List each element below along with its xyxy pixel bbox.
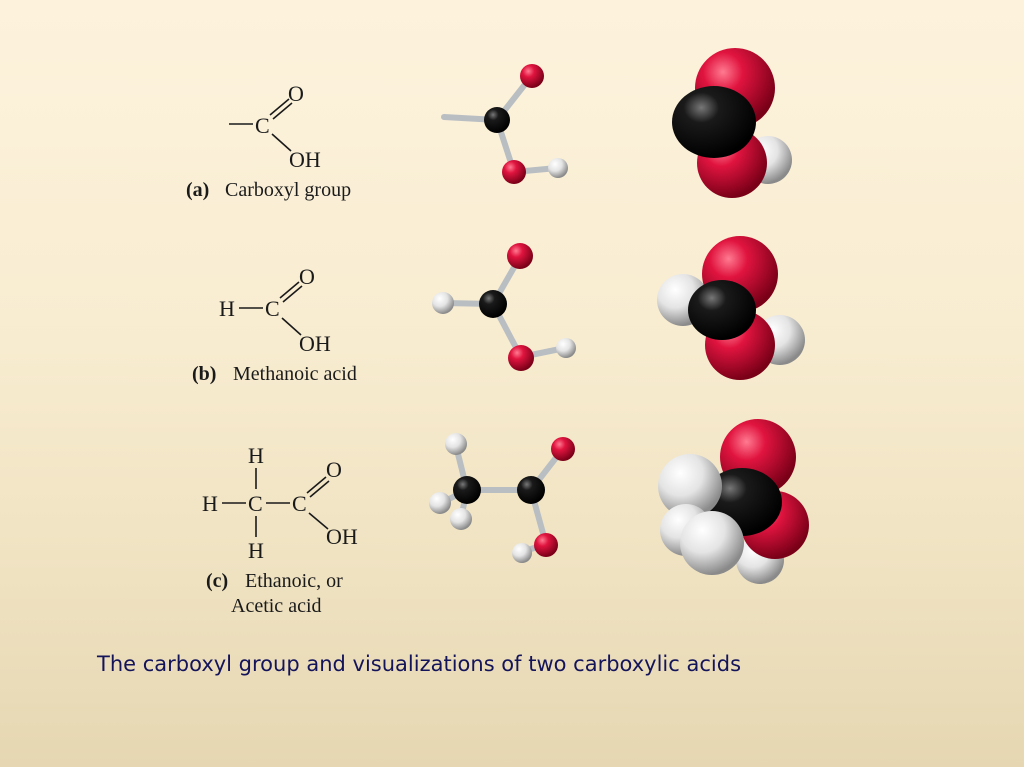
oxygen-atom <box>507 243 533 269</box>
label-methanoic-acid: Methanoic acid <box>233 363 357 385</box>
atom-o: O <box>299 264 315 289</box>
oxygen-atom <box>508 345 534 371</box>
atom-h-top: H <box>248 443 264 468</box>
label-ethanoic: Ethanoic, or <box>245 570 343 592</box>
oxygen-atom <box>520 64 544 88</box>
hydrogen-atom <box>556 338 576 358</box>
structural-formula-c: H H C C H O OH (c) Ethanoic, or Acetic a… <box>202 443 358 617</box>
carbon-atom <box>688 280 756 340</box>
ball-stick-model-c <box>429 433 575 563</box>
atom-h: H <box>219 296 235 321</box>
label-acetic-acid: Acetic acid <box>231 595 322 617</box>
label-letter-b: (b) <box>192 363 216 385</box>
atom-c2: C <box>292 491 307 516</box>
space-filling-model-c <box>658 419 809 584</box>
label-carboxyl-group: Carboxyl group <box>225 179 351 201</box>
carbon-atom <box>484 107 510 133</box>
atom-oh: OH <box>299 331 331 356</box>
structural-formula-b: H C O OH (b) Methanoic acid <box>192 264 357 385</box>
hydrogen-atom <box>429 492 451 514</box>
atom-o: O <box>326 457 342 482</box>
space-filling-model-b <box>657 236 805 380</box>
oxygen-atom <box>502 160 526 184</box>
hydrogen-atom <box>680 511 744 575</box>
bond <box>271 133 292 152</box>
space-filling-model-a <box>672 48 792 198</box>
hydrogen-atom <box>658 454 722 518</box>
carbon-atom <box>479 290 507 318</box>
atom-h-left: H <box>202 491 218 516</box>
double-bond <box>309 480 330 498</box>
double-bond <box>279 281 300 299</box>
double-bond <box>306 476 327 494</box>
double-bond <box>269 98 290 116</box>
hydrogen-atom <box>450 508 472 530</box>
bond <box>308 512 329 530</box>
structural-formula-a: C O OH (a) Carboxyl group <box>186 81 351 201</box>
atom-h-bottom: H <box>248 538 264 563</box>
ball-stick-model-b <box>432 243 576 371</box>
hydrogen-atom <box>548 158 568 178</box>
label-letter-c: (c) <box>206 570 228 592</box>
atom-oh: OH <box>326 524 358 549</box>
carbon-atom <box>672 86 756 158</box>
carbon-atom <box>453 476 481 504</box>
hydrogen-atom <box>512 543 532 563</box>
slide-caption: The carboxyl group and visualizations of… <box>97 652 742 676</box>
double-bond <box>272 102 293 120</box>
hydrogen-atom <box>432 292 454 314</box>
label-letter-a: (a) <box>186 179 209 201</box>
atom-c: C <box>265 296 280 321</box>
atom-c1: C <box>248 491 263 516</box>
oxygen-atom <box>534 533 558 557</box>
oxygen-atom <box>551 437 575 461</box>
bond <box>281 317 302 336</box>
double-bond <box>282 285 303 303</box>
carbon-atom <box>517 476 545 504</box>
ball-stick-model-a <box>441 64 568 184</box>
atom-c: C <box>255 113 270 138</box>
hydrogen-atom <box>445 433 467 455</box>
atom-o: O <box>288 81 304 106</box>
atom-oh: OH <box>289 147 321 172</box>
